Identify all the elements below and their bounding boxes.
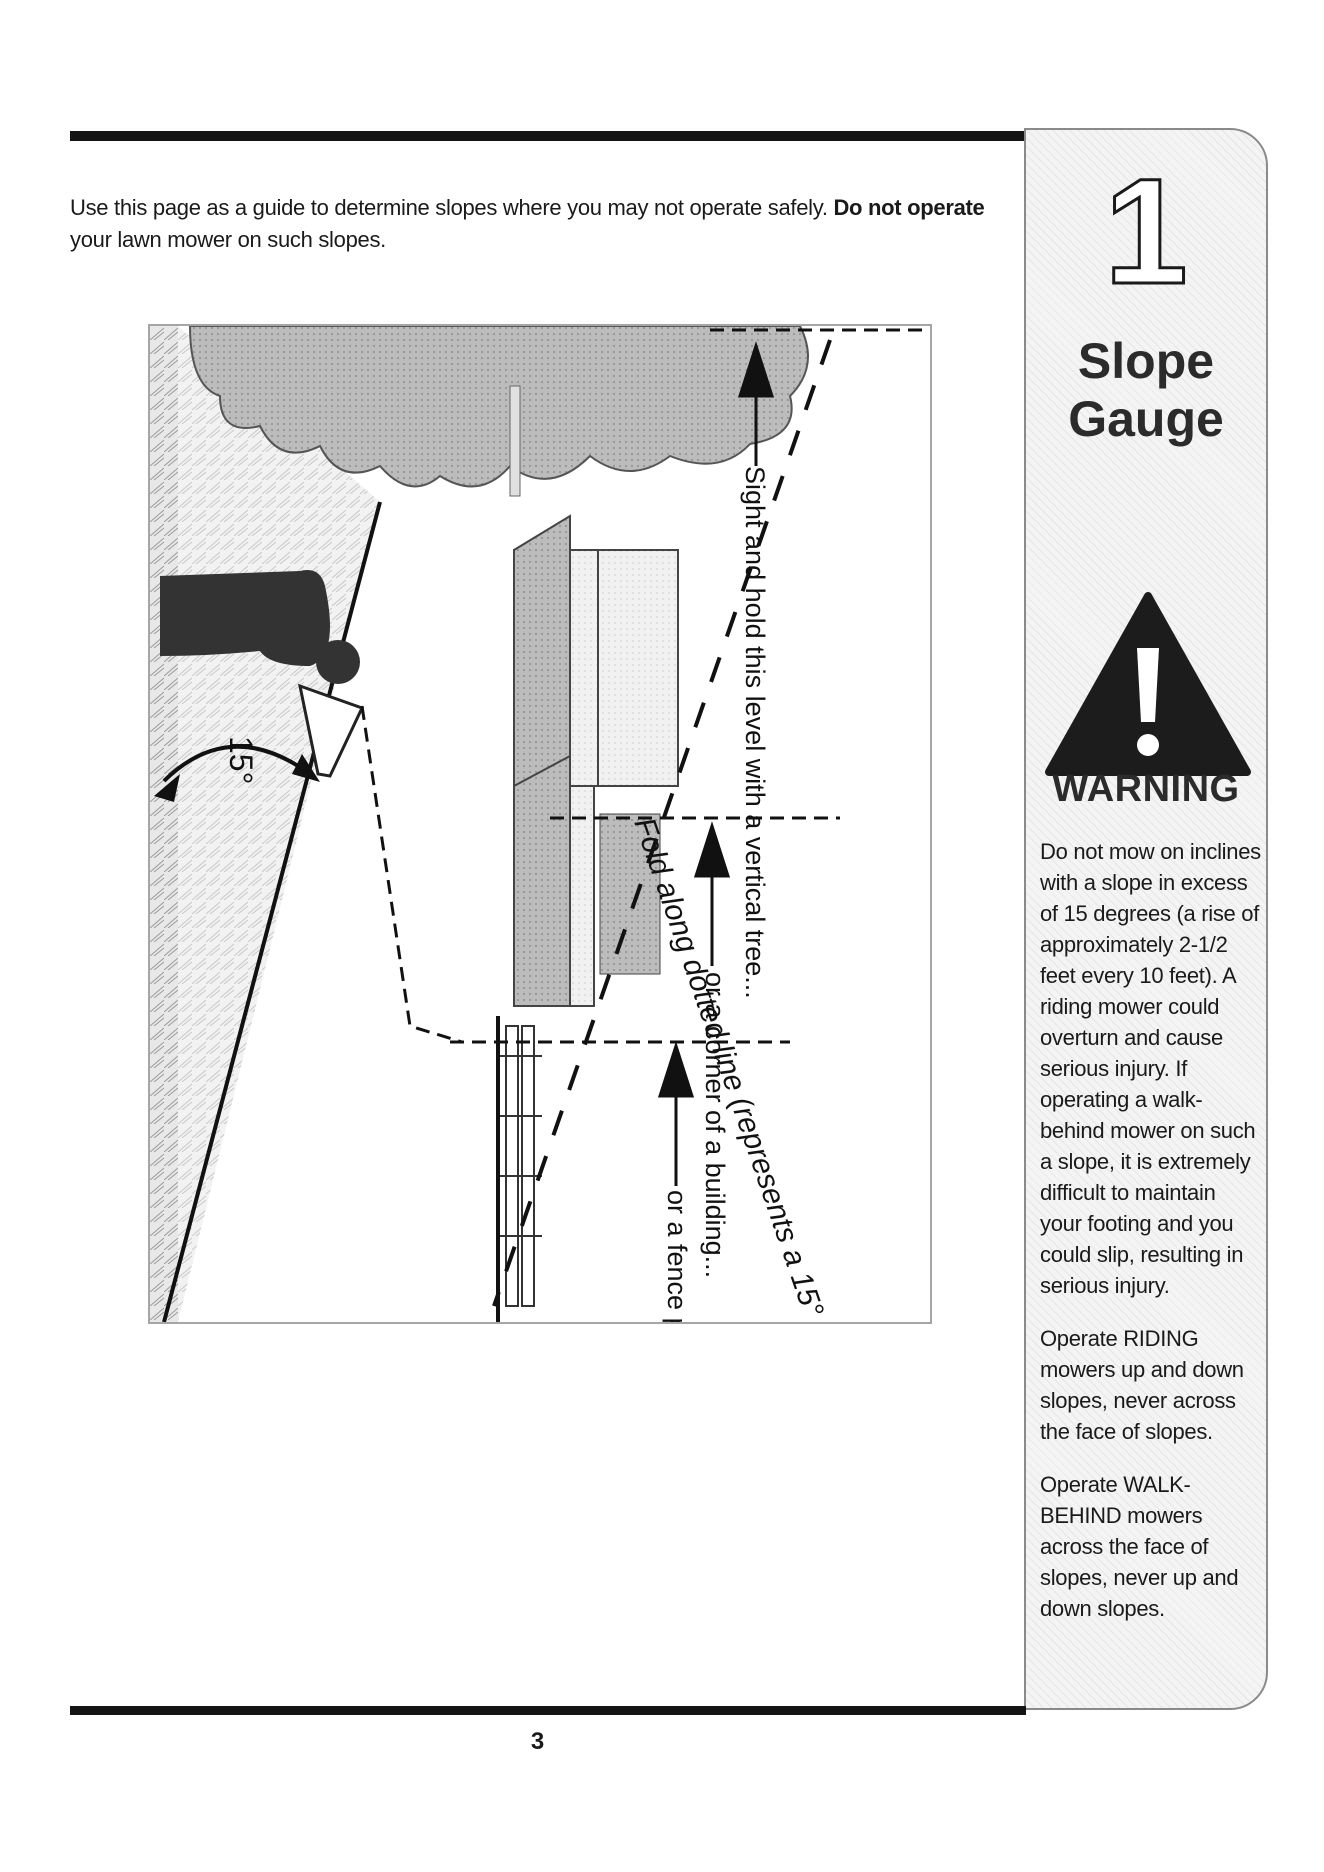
slope-gauge-figure: Sight and hold this level with a vertica…	[148, 324, 932, 1324]
arrow-tree	[737, 341, 775, 456]
slope-line	[162, 501, 382, 1322]
slope-grass	[178, 326, 380, 1322]
section-title-line2: Gauge	[1068, 391, 1224, 447]
building-label: or a corner of a building...	[700, 972, 730, 1278]
warning-paragraph-1: Do not mow on inclines with a slope in e…	[1040, 839, 1261, 1298]
slope-gauge-illustration: Sight and hold this level with a vertica…	[150, 326, 930, 1322]
ground-grass	[150, 326, 178, 1322]
intro-text: Use this page as a guide to determine sl…	[70, 192, 1010, 256]
warning-paragraph-3: Operate WALK-BEHIND mowers across the fa…	[1040, 1472, 1239, 1621]
section-tab: 1 Slope Gauge WARNING Do not mow on incl…	[1024, 128, 1268, 1710]
section-number: 1	[1103, 147, 1189, 315]
intro-bold: Do not operate	[833, 195, 985, 220]
warning-paragraph-2: Operate RIDING mowers up and down slopes…	[1040, 1326, 1244, 1444]
intro-tail: your lawn mower on such slopes.	[70, 227, 386, 252]
arrow-fence	[657, 1041, 695, 1186]
tree-canopy	[188, 326, 809, 488]
angle-label: 15°	[223, 736, 259, 784]
tree-trunk	[509, 385, 521, 497]
warning-icon	[1045, 592, 1251, 776]
angle-arc	[162, 744, 312, 783]
warning-title: WARNING	[1052, 768, 1240, 810]
intro-sentence: Use this page as a guide to determine sl…	[70, 195, 828, 220]
bottom-rule	[70, 1706, 1026, 1715]
fence-label: or a fence post	[662, 1190, 692, 1322]
fence	[500, 1025, 542, 1307]
warning-text: Do not mow on inclines with a slope in e…	[1040, 836, 1262, 1646]
top-rule	[70, 131, 1026, 141]
page-number: 3	[530, 1728, 545, 1755]
person-figure	[160, 570, 330, 666]
section-title-line1: Slope	[1077, 333, 1215, 389]
sight-label: Sight and hold this level with a vertica…	[740, 466, 770, 999]
section-title: Slope Gauge	[1026, 332, 1266, 448]
arrow-building	[693, 821, 731, 966]
